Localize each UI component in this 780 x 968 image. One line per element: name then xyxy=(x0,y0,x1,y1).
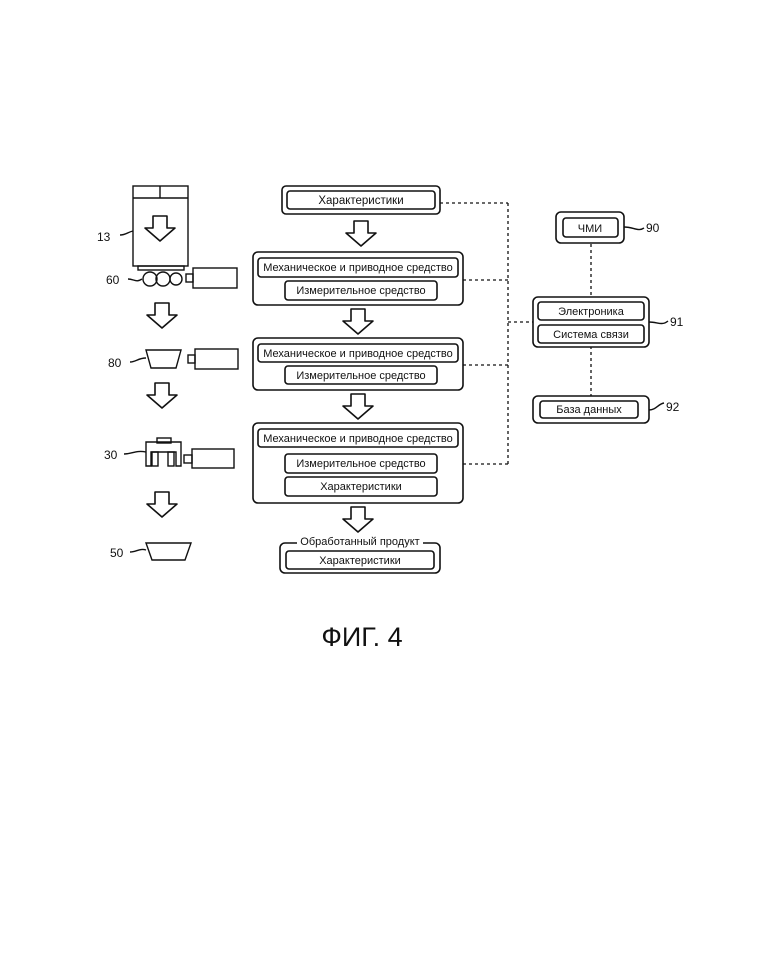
flow-arrow-1 xyxy=(346,221,376,246)
left-arrow-1 xyxy=(147,303,177,328)
ref-80: 80 xyxy=(108,356,122,370)
stage1-mech-label: Механическое и приводное средство xyxy=(263,262,453,274)
hopper-unit-13 xyxy=(133,186,188,270)
comm-system-label: Система связи xyxy=(553,329,629,341)
top-characteristics-label: Характеристики xyxy=(318,195,403,207)
stage3-char-label: Характеристики xyxy=(320,481,402,493)
ref-50: 50 xyxy=(110,546,124,560)
stage3-meas-label: Измерительное средство xyxy=(296,458,425,470)
flow-arrow-3 xyxy=(343,394,373,419)
ref-92: 92 xyxy=(666,400,680,414)
stage3-mech-label: Механическое и приводное средство xyxy=(263,433,453,445)
hmi-box: ЧМИ xyxy=(556,212,624,243)
left-arrow-2 xyxy=(147,383,177,408)
ref-90: 90 xyxy=(646,221,660,235)
product-title: Обработанный продукт xyxy=(300,536,419,548)
stage1-meas-label: Измерительное средство xyxy=(296,285,425,297)
left-arrow-3 xyxy=(147,492,177,517)
ref-30: 30 xyxy=(104,448,118,462)
ref-13: 13 xyxy=(97,230,111,244)
product-unit-50 xyxy=(146,543,191,560)
rollers-unit-60 xyxy=(143,268,237,288)
stage3-group: Механическое и приводное средство Измери… xyxy=(253,423,463,503)
product-char-label: Характеристики xyxy=(319,555,401,567)
ref-91: 91 xyxy=(670,315,684,329)
electronics-comm-box: Электроника Система связи xyxy=(533,297,649,347)
flow-arrow-2 xyxy=(343,309,373,334)
figure-caption: ФИГ. 4 xyxy=(321,622,402,652)
flow-arrow-4 xyxy=(343,507,373,532)
stage2-meas-label: Измерительное средство xyxy=(296,370,425,382)
ref-60: 60 xyxy=(106,273,120,287)
electronics-label: Электроника xyxy=(558,306,625,318)
top-characteristics-box: Характеристики xyxy=(282,186,440,214)
trough-unit-80 xyxy=(146,349,238,369)
press-unit-30 xyxy=(146,438,234,468)
stage1-group: Механическое и приводное средство Измери… xyxy=(253,252,463,305)
stage2-group: Механическое и приводное средство Измери… xyxy=(253,338,463,390)
database-label: База данных xyxy=(556,404,622,416)
processed-product-group: Обработанный продукт Характеристики xyxy=(280,536,440,573)
database-box: База данных xyxy=(533,396,649,423)
stage2-mech-label: Механическое и приводное средство xyxy=(263,348,453,360)
hmi-label: ЧМИ xyxy=(578,223,602,235)
